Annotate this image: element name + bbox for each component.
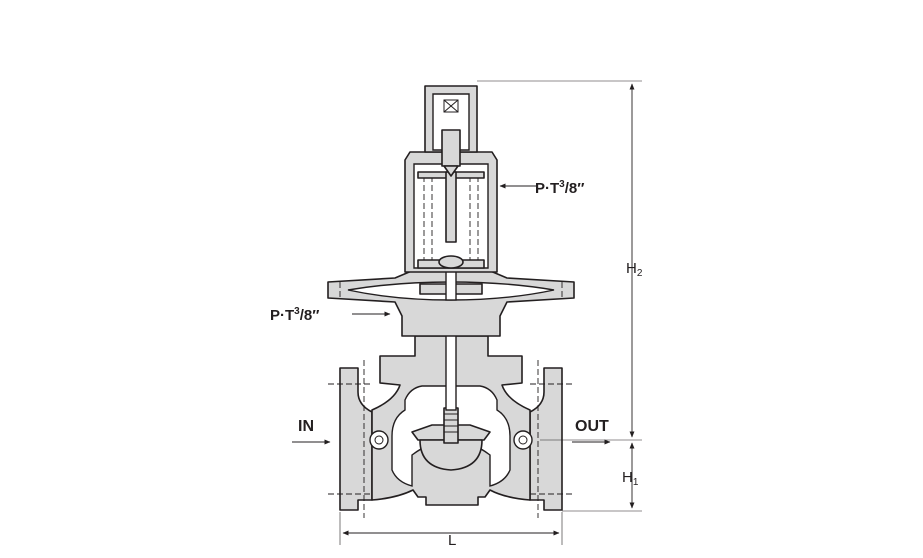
svg-text:H2: H2 xyxy=(626,260,643,279)
inlet-label: IN xyxy=(292,418,331,445)
port-label-lower: P·T3/8″ xyxy=(270,306,391,324)
port-label-upper: P·T3/8″ xyxy=(499,179,584,197)
adjusting-cap xyxy=(424,85,478,177)
svg-text:P·T3/8″: P·T3/8″ xyxy=(270,306,319,324)
spring-housing xyxy=(404,151,498,273)
svg-text:P·T3/8″: P·T3/8″ xyxy=(535,179,584,197)
svg-text:L: L xyxy=(448,532,456,549)
valve-body xyxy=(328,289,574,518)
dimension-h1: H1 xyxy=(622,469,639,488)
diaphragm-flange xyxy=(327,267,575,337)
dimension-l: L xyxy=(448,532,456,549)
svg-text:H1: H1 xyxy=(622,469,639,488)
svg-text:OUT: OUT xyxy=(575,418,609,435)
outlet-label: OUT xyxy=(572,418,611,445)
svg-text:IN: IN xyxy=(298,418,314,435)
dimension-lines xyxy=(339,80,642,545)
dimension-h2: H2 xyxy=(626,260,643,279)
